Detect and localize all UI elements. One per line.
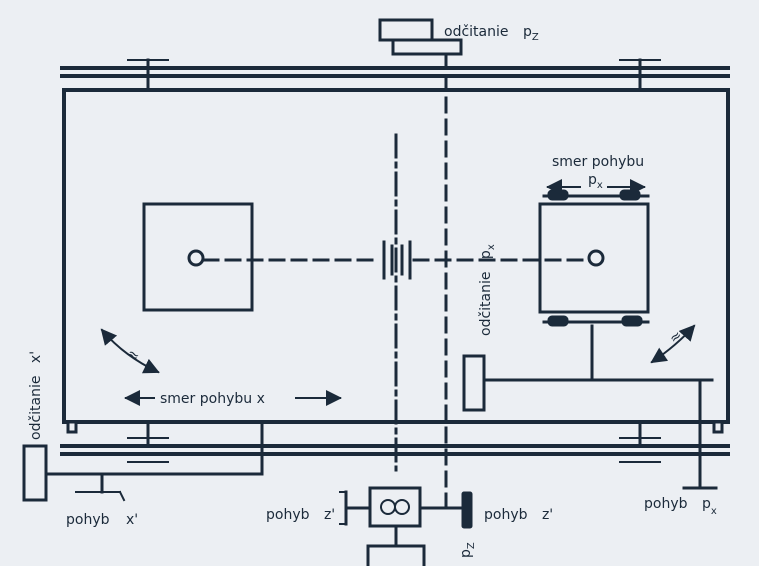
top-guide-rail [60,58,730,92]
px-drive-linkage [482,324,718,490]
bottom-rollers [542,315,650,327]
direction-px-symbol: px [588,172,603,191]
readout-pz-display [378,18,463,56]
motion-px-label: pohyb px [644,496,717,517]
rotation-symbol-right: ≈ [666,327,685,347]
direction-px-label: smer pohybu [552,154,644,170]
readout-px-display [462,354,486,412]
rotation-arrow-left [100,328,160,374]
readout-x-label: odčitanie x' [28,351,44,440]
x-drive-rod [44,422,264,502]
readout-px-label: odčitanie px [478,244,497,336]
bottom-guide-rail [60,422,730,463]
right-pivot-circle [587,249,605,267]
frame-foot-right [712,420,724,434]
center-coupling [382,240,412,280]
top-rollers [542,189,650,201]
motion-x-label: pohyb x' [66,512,138,528]
readout-pz-label: odčitanie pZ [444,24,539,43]
frame-foot-left [66,420,78,434]
rotation-arrow-right [650,324,696,364]
pz-symbol-label: pZ [458,542,477,558]
direction-x-label: smer pohybu x [160,391,265,407]
left-reference-block [142,202,254,312]
motion-z-left-label: pohyb z' [266,507,335,523]
z-drive-unit [339,486,473,566]
readout-x-display [22,444,48,502]
right-moving-block [538,202,650,314]
left-pivot-circle [187,249,205,267]
motion-z-right-label: pohyb z' [484,507,553,523]
